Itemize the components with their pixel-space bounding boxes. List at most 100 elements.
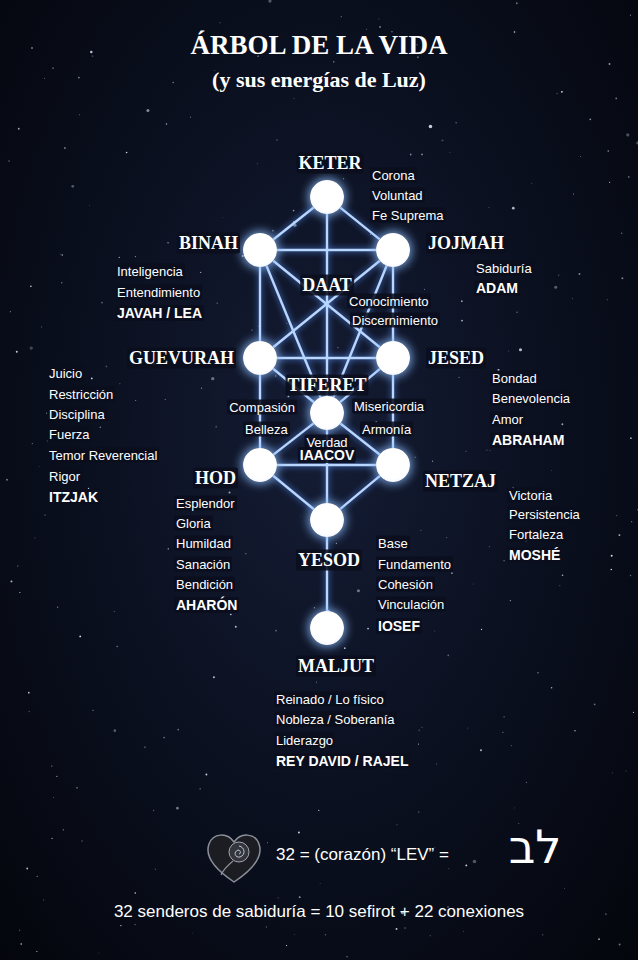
sefira-circle: MALJUTReinado / Lo físicoNobleza / Sober… bbox=[310, 611, 344, 645]
star bbox=[43, 77, 45, 79]
star bbox=[504, 560, 505, 561]
star bbox=[516, 312, 518, 314]
star bbox=[461, 320, 463, 322]
star bbox=[119, 383, 120, 384]
star bbox=[286, 945, 287, 946]
star bbox=[135, 400, 136, 401]
attribute-text: Inteligencia bbox=[115, 264, 185, 279]
label-text: 32 senderos de sabiduría = 10 sefirot + … bbox=[114, 902, 524, 922]
star bbox=[429, 125, 433, 129]
star bbox=[314, 607, 315, 608]
star bbox=[559, 585, 560, 586]
attribute-text: Bendición bbox=[174, 577, 235, 592]
star bbox=[92, 55, 94, 57]
star bbox=[64, 147, 66, 149]
attribute-text: Compasión bbox=[227, 400, 297, 415]
sefira-circle: GUEVURAHJuicioRestricciónDisciplinaFuerz… bbox=[243, 341, 277, 375]
path-line bbox=[259, 267, 261, 341]
star bbox=[293, 97, 295, 99]
attribute-text: Nobleza / Soberanía bbox=[274, 712, 397, 727]
star bbox=[396, 824, 398, 826]
star bbox=[621, 232, 623, 234]
star bbox=[52, 67, 54, 69]
attribute-text: Armonía bbox=[360, 422, 413, 437]
star bbox=[488, 207, 490, 209]
star bbox=[126, 152, 128, 154]
attribute-text: Reinado / Lo físico bbox=[274, 692, 386, 707]
star bbox=[607, 299, 608, 300]
star bbox=[81, 840, 82, 841]
star bbox=[489, 546, 490, 547]
star bbox=[144, 746, 146, 748]
attribute-text: Esplendor bbox=[174, 496, 237, 511]
star bbox=[631, 521, 632, 522]
star bbox=[436, 764, 437, 765]
star bbox=[611, 772, 613, 774]
star bbox=[272, 230, 274, 232]
path-line bbox=[277, 249, 376, 251]
attribute-text: Corona bbox=[370, 168, 417, 183]
star bbox=[628, 176, 629, 177]
star bbox=[61, 282, 62, 283]
star bbox=[554, 286, 557, 289]
star bbox=[266, 842, 268, 844]
star bbox=[343, 178, 344, 179]
star bbox=[275, 630, 277, 632]
star bbox=[286, 323, 287, 324]
sefira-circle: TIFERETCompasiónMisericordiaBellezaArmon… bbox=[310, 396, 344, 430]
patriarch-name: IOSEF bbox=[376, 618, 422, 634]
star bbox=[90, 51, 93, 54]
sefira-circle: BINAHInteligenciaEntendimientoJAVAH / LE… bbox=[243, 233, 277, 267]
sefira-circle: HODEsplendorGloriaHumildadSanaciónBendic… bbox=[243, 448, 277, 482]
attribute-text: Base bbox=[376, 536, 410, 551]
star bbox=[31, 47, 33, 49]
star bbox=[616, 515, 617, 516]
star bbox=[52, 797, 54, 799]
star bbox=[605, 913, 606, 914]
star bbox=[216, 302, 218, 304]
star bbox=[610, 569, 612, 571]
star bbox=[41, 326, 42, 327]
patriarch-name: ITZJAK bbox=[47, 489, 100, 505]
star bbox=[299, 516, 301, 518]
star bbox=[268, 0, 271, 3]
star bbox=[56, 776, 57, 777]
star bbox=[45, 514, 46, 515]
attribute-text: Juicio bbox=[47, 366, 84, 381]
label-text: DAAT bbox=[300, 275, 354, 296]
patriarch-name: MOSHÉ bbox=[507, 547, 562, 563]
star bbox=[153, 810, 154, 811]
star bbox=[414, 457, 415, 458]
star bbox=[211, 377, 214, 380]
star bbox=[222, 216, 224, 218]
label-text: Discernimiento bbox=[350, 313, 440, 328]
star bbox=[480, 749, 482, 751]
star bbox=[626, 133, 629, 136]
attribute-text: Bondad bbox=[490, 371, 539, 386]
rose-stem bbox=[221, 861, 233, 875]
star bbox=[318, 810, 319, 811]
star bbox=[503, 716, 504, 717]
heart-icon bbox=[208, 835, 260, 882]
sefira-circle: NETZAJVictoriaPersistenciaFortalezaMOSHÉ bbox=[376, 448, 410, 482]
attribute-text: Vinculación bbox=[376, 597, 446, 612]
star bbox=[418, 729, 420, 731]
star bbox=[511, 745, 512, 746]
star bbox=[51, 838, 52, 839]
star bbox=[98, 952, 100, 954]
star bbox=[367, 628, 369, 630]
star bbox=[589, 118, 591, 120]
attribute-text: Misericordia bbox=[352, 399, 426, 414]
star bbox=[531, 182, 533, 184]
attribute-text: Amor bbox=[490, 412, 525, 427]
star bbox=[473, 583, 474, 584]
star bbox=[176, 807, 179, 810]
star bbox=[598, 938, 600, 940]
star bbox=[26, 868, 28, 870]
star bbox=[71, 185, 74, 188]
attribute-text: Fortaleza bbox=[507, 527, 565, 542]
star bbox=[609, 63, 611, 65]
star bbox=[448, 868, 449, 869]
star bbox=[245, 553, 246, 554]
